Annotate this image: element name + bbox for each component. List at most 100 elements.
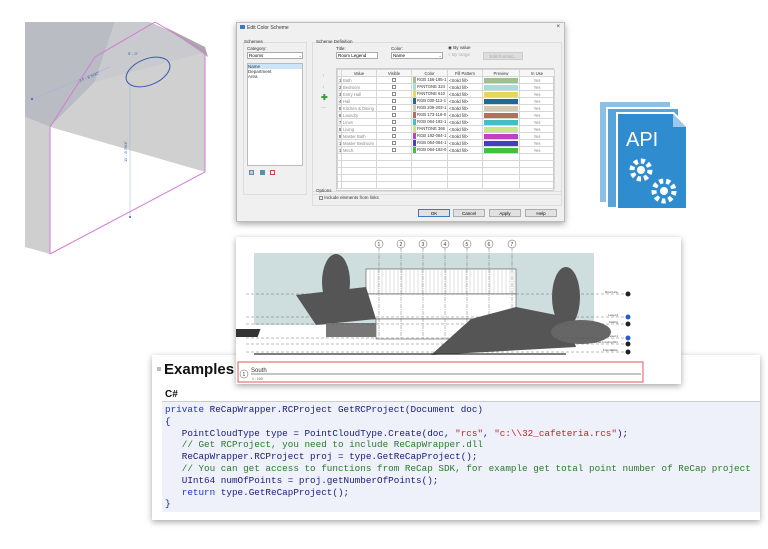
grid-bubble[interactable]: [418, 239, 428, 249]
visible-checkbox[interactable]: [392, 120, 396, 125]
value-cell[interactable]: Master Bedroom: [341, 139, 377, 147]
color-cell[interactable]: RGB 064-192-0: [411, 146, 448, 154]
value-cell[interactable]: Master Bath: [341, 132, 377, 140]
table-row[interactable]: 9 Master Bath RGB 192-064-1 <Solid fill>…: [337, 132, 555, 140]
fill-pattern-cell[interactable]: <Solid fill>: [447, 139, 483, 147]
visible-checkbox[interactable]: [392, 134, 396, 139]
visible-cell[interactable]: [376, 118, 412, 126]
value-cell[interactable]: Laundry: [341, 111, 377, 119]
scheme-item[interactable]: Department: [248, 69, 272, 74]
scheme-item[interactable]: Name: [248, 64, 302, 69]
visible-cell[interactable]: [376, 125, 412, 133]
column-header[interactable]: Color: [411, 69, 448, 77]
visible-checkbox[interactable]: [392, 106, 396, 111]
fill-pattern-cell[interactable]: <Solid fill>: [447, 132, 483, 140]
color-cell[interactable]: RGB 192-064-1: [411, 132, 448, 140]
color-cell[interactable]: RGB 030-112-1: [411, 97, 448, 105]
table-row[interactable]: 1 Bath RGB 156-185-1 <Solid fill> Yes: [337, 76, 555, 84]
visible-cell[interactable]: [376, 146, 412, 154]
grid-bubble[interactable]: [484, 239, 494, 249]
color-cell[interactable]: RGB 064-192-1: [411, 118, 448, 126]
table-row[interactable]: 2 Bedroom PANTONE 324 <Solid fill> Yes: [337, 83, 555, 91]
rename-scheme-icon[interactable]: [260, 170, 265, 175]
color-cell[interactable]: RGB 173-118-0: [411, 111, 448, 119]
value-cell[interactable]: Linen: [341, 118, 377, 126]
include-links-checkbox[interactable]: Include elements from links: [319, 195, 379, 200]
delete-scheme-icon[interactable]: [270, 170, 275, 175]
fill-pattern-cell[interactable]: <Solid fill>: [447, 97, 483, 105]
value-cell[interactable]: Mech.: [341, 146, 377, 154]
by-range-radio[interactable]: ○ By range: [448, 52, 470, 57]
value-cell[interactable]: Kitchen & Dining: [341, 104, 377, 112]
fill-pattern-cell[interactable]: <Solid fill>: [447, 111, 483, 119]
column-header[interactable]: Value: [341, 69, 377, 77]
visible-cell[interactable]: [376, 132, 412, 140]
value-cell[interactable]: Hall: [341, 97, 377, 105]
grid-bubble[interactable]: [440, 239, 450, 249]
fill-pattern-cell[interactable]: <Solid fill>: [447, 83, 483, 91]
visible-checkbox[interactable]: [392, 148, 396, 153]
color-cell[interactable]: PANTONE 366: [411, 125, 448, 133]
remove-value-icon[interactable]: —: [321, 105, 326, 111]
by-value-radio[interactable]: ◉ By value: [448, 45, 471, 50]
add-value-icon[interactable]: ✚: [321, 93, 328, 102]
grid-bubble[interactable]: [462, 239, 472, 249]
table-row[interactable]: 1 Master Bedroom RGB 064-064-1 <Solid fi…: [337, 139, 555, 147]
fill-pattern-cell[interactable]: <Solid fill>: [447, 125, 483, 133]
move-up-icon[interactable]: ↑: [322, 73, 325, 79]
level-head-icon[interactable]: [625, 321, 631, 327]
visible-cell[interactable]: [376, 139, 412, 147]
color-cell[interactable]: RGB 064-064-1: [411, 139, 448, 147]
value-cell[interactable]: Entry Hall: [341, 90, 377, 98]
duplicate-scheme-icon[interactable]: [249, 170, 254, 175]
fill-pattern-cell[interactable]: <Solid fill>: [447, 76, 483, 84]
collapse-icon[interactable]: [157, 367, 161, 371]
value-cell[interactable]: Living: [341, 125, 377, 133]
category-dropdown[interactable]: Rooms⌄: [247, 52, 303, 59]
visible-cell[interactable]: [376, 97, 412, 105]
table-row[interactable]: 7 Linen RGB 064-192-1 <Solid fill> Yes: [337, 118, 555, 126]
fill-pattern-cell[interactable]: <Solid fill>: [447, 104, 483, 112]
column-header[interactable]: Visible: [376, 69, 412, 77]
grid-bubble[interactable]: [374, 239, 384, 249]
visible-checkbox[interactable]: [392, 78, 396, 83]
level-head-icon[interactable]: [625, 341, 631, 347]
level-head-icon[interactable]: [625, 314, 631, 320]
color-cell[interactable]: RGB 209-203-1: [411, 104, 448, 112]
move-down-icon[interactable]: ↓: [322, 84, 325, 90]
column-header[interactable]: Preview: [482, 69, 520, 77]
level-head-icon[interactable]: [625, 335, 631, 341]
model-3d-view[interactable]: 14' - 8 5/32" 5' - 0" 11' - 8 7/64": [25, 21, 230, 259]
visible-checkbox[interactable]: [392, 141, 396, 146]
visible-checkbox[interactable]: [392, 99, 396, 104]
column-header[interactable]: In Use: [519, 69, 555, 77]
level-head-icon[interactable]: [625, 349, 631, 355]
color-dropdown[interactable]: Name⌄: [391, 52, 443, 59]
table-row[interactable]: 5 Kitchen & Dining RGB 209-203-1 <Solid …: [337, 104, 555, 112]
scheme-item[interactable]: Area: [248, 74, 258, 79]
value-cell[interactable]: Bath: [341, 76, 377, 84]
close-button[interactable]: ×: [556, 24, 560, 30]
fill-pattern-cell[interactable]: <Solid fill>: [447, 146, 483, 154]
visible-checkbox[interactable]: [392, 85, 396, 90]
schemes-list[interactable]: Name Department Area: [247, 63, 303, 166]
fill-pattern-cell[interactable]: <Solid fill>: [447, 90, 483, 98]
table-row[interactable]: 4 Hall RGB 030-112-1 <Solid fill> Yes: [337, 97, 555, 105]
visible-checkbox[interactable]: [392, 113, 396, 118]
edit-format-button[interactable]: Edit Format...: [483, 52, 523, 60]
title-input[interactable]: Room Legend: [336, 52, 378, 59]
ok-button[interactable]: OK: [418, 209, 450, 217]
table-row[interactable]: 1 Mech. RGB 064-192-0 <Solid fill> Yes: [337, 146, 555, 154]
help-button[interactable]: Help: [525, 209, 557, 217]
grid-bubble[interactable]: [507, 239, 517, 249]
value-cell[interactable]: Bedroom: [341, 83, 377, 91]
cancel-button[interactable]: Cancel: [453, 209, 485, 217]
fill-pattern-cell[interactable]: <Solid fill>: [447, 118, 483, 126]
level-head-icon[interactable]: [625, 291, 631, 297]
color-cell[interactable]: RGB 156-185-1: [411, 76, 448, 84]
visible-cell[interactable]: [376, 111, 412, 119]
visible-cell[interactable]: [376, 90, 412, 98]
visible-cell[interactable]: [376, 104, 412, 112]
visible-cell[interactable]: [376, 76, 412, 84]
